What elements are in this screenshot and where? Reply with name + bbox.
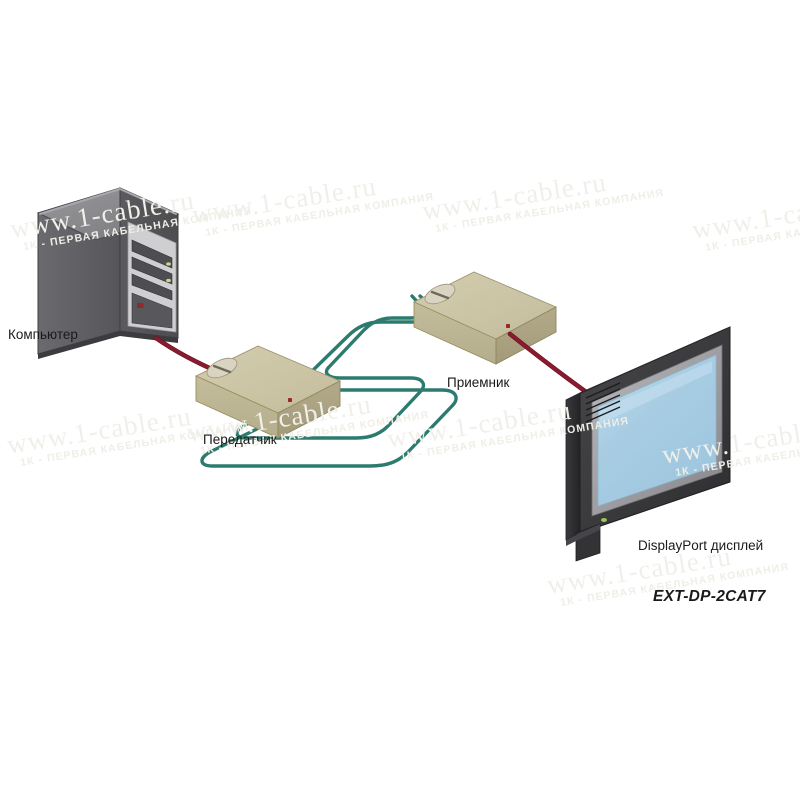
tower-drive-bay	[131, 273, 173, 301]
tower-drive-led	[166, 262, 171, 266]
cat7-cable-1	[200, 294, 458, 468]
transmitter-side-face	[277, 380, 341, 439]
computer-tower	[36, 187, 180, 359]
label-computer: Компьютер	[8, 327, 78, 342]
receiver-led-icon	[506, 324, 510, 328]
tower-drive-led	[166, 278, 171, 283]
display-vent-slot	[585, 388, 621, 405]
receiver-dp-port-slot	[430, 290, 450, 300]
transmitter-dp-port-slot	[212, 364, 232, 374]
display-power-led-icon	[601, 518, 607, 522]
display-vent-slot	[585, 406, 621, 423]
label-receiver: Приемник	[447, 375, 510, 390]
receiver-side-face	[495, 306, 557, 365]
transmitter-led-icon	[288, 398, 292, 402]
model-name: EXT-DP-2CAT7	[653, 588, 766, 605]
display-screen	[597, 354, 717, 507]
cat7-cable-2	[235, 294, 426, 440]
display-top-face	[565, 326, 731, 401]
tower-base	[38, 331, 178, 359]
label-transmitter: Передатчик	[203, 432, 277, 447]
transmitter-box	[194, 345, 342, 439]
tower-lower-panel	[131, 292, 173, 329]
receiver-box	[412, 271, 558, 365]
displayport-cable-source	[154, 336, 220, 374]
display-vent-slot	[585, 382, 621, 399]
display-vent-slot	[585, 400, 621, 417]
label-display: DisplayPort дисплей	[638, 538, 764, 553]
power-button-icon[interactable]	[137, 303, 144, 308]
tower-drive-bay	[131, 256, 173, 285]
display-side-face	[565, 392, 581, 541]
tower-top-highlight	[39, 187, 177, 215]
tower-drive-bay	[131, 239, 173, 269]
display-screen-gloss	[600, 361, 712, 424]
displayport-display	[565, 326, 731, 562]
display-vent-slot	[585, 394, 621, 411]
display-stand-top	[566, 524, 600, 546]
